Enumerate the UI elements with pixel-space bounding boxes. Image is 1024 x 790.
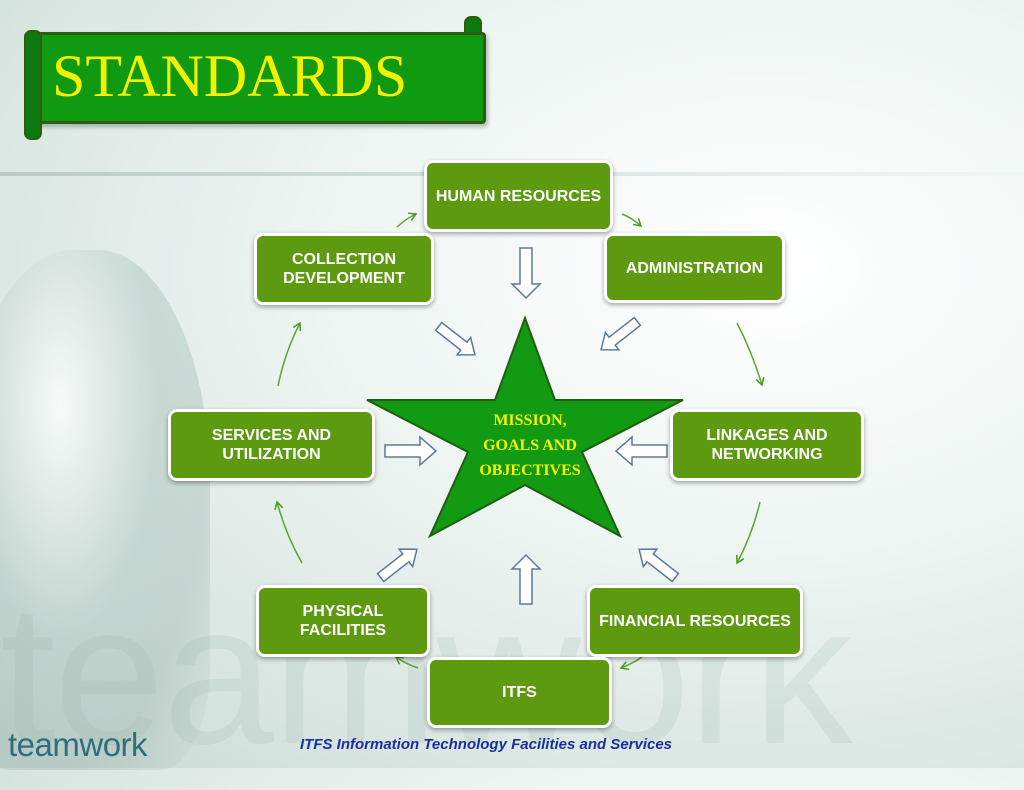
node-administration: ADMINISTRATION: [604, 233, 785, 303]
banner-scroll-left: [24, 30, 42, 140]
center-label-line-1: MISSION,: [493, 412, 567, 429]
block-arrow-linkages: [614, 435, 668, 467]
diagram-connectors: [274, 212, 765, 671]
cycle-arrow-linkages-to-financial: [736, 501, 761, 565]
cycle-arrow-physical-to-services: [274, 500, 303, 564]
cycle-arrow-services-to-collection: [277, 321, 302, 387]
node-financial-resources: FINANCIAL RESOURCES: [587, 585, 803, 657]
teamwork-logo: teamwork: [8, 726, 148, 763]
cycle-arrow-financial-to-itfs: [619, 656, 643, 671]
node-human-resources: HUMAN RESOURCES: [424, 160, 613, 232]
block-arrow-financial: [638, 548, 680, 583]
block-arrow-services: [384, 435, 438, 467]
cycle-arrow-itfs-to-physical: [394, 656, 419, 669]
node-collection-development: COLLECTION DEVELOPMENT: [254, 233, 434, 305]
chess-pawn-image: [0, 250, 210, 770]
center-label-line-2: GOALS AND: [483, 437, 577, 454]
block-arrow-itfs: [510, 553, 542, 605]
slide-title: STANDARDS: [52, 43, 408, 109]
cycle-arrow-admin-to-linkages: [736, 322, 765, 387]
node-physical-facilities: PHYSICAL FACILITIES: [256, 585, 430, 657]
block-arrow-administration: [600, 316, 642, 351]
block-arrow-physical: [376, 548, 418, 583]
center-star-label: MISSION, GOALS AND OBJECTIVES: [455, 408, 605, 483]
block-arrow-hr: [510, 247, 542, 300]
cycle-arrow-collection-to-hr: [396, 212, 418, 228]
footer-text: ITFS Information Technology Facilities a…: [300, 736, 673, 753]
node-itfs: ITFS: [427, 657, 612, 728]
node-services-and-utilization: SERVICES AND UTILIZATION: [168, 409, 375, 481]
cycle-arrow-hr-to-admin: [621, 213, 643, 228]
block-arrow-collection: [434, 321, 476, 356]
center-star: [366, 315, 684, 539]
node-linkages-and-networking: LINKAGES AND NETWORKING: [670, 409, 864, 481]
center-label-line-3: OBJECTIVES: [479, 462, 581, 479]
